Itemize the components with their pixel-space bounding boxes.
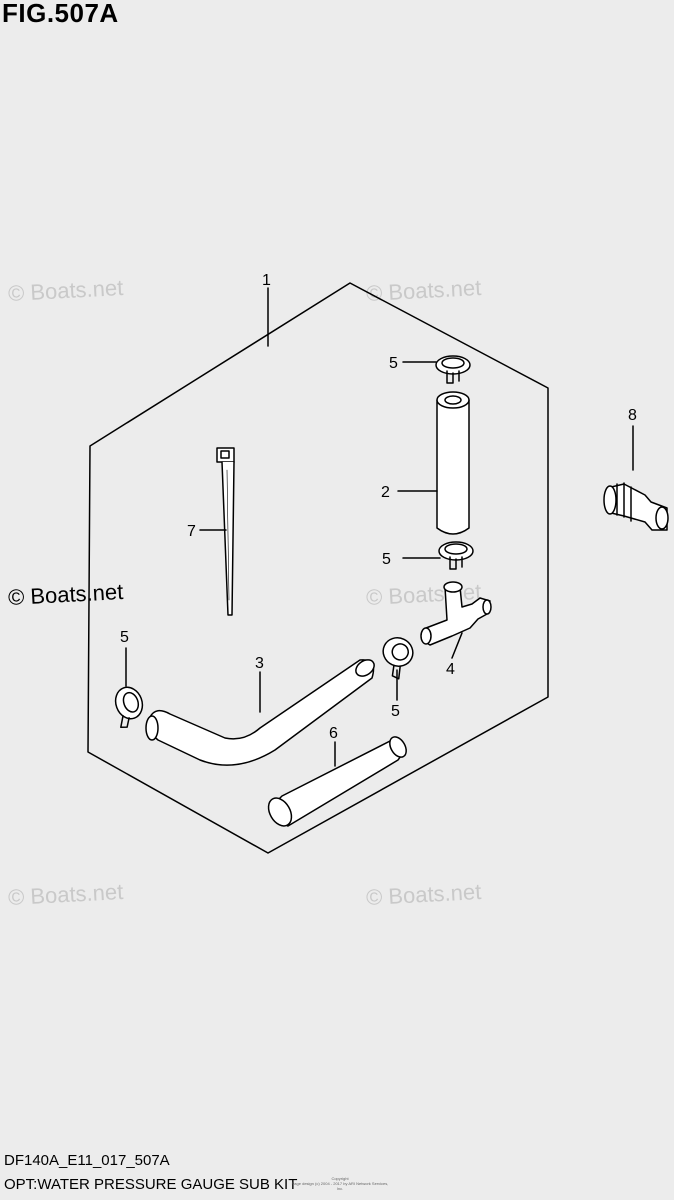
clip-top [435,355,471,384]
plug [603,482,669,531]
kit-outline [87,282,549,854]
hose-straight [436,391,470,535]
cable-tie [216,447,235,616]
callout-6: 6 [329,725,338,742]
clip-left [114,686,144,729]
model-code: DF140A_E11_017_507A [4,1152,170,1169]
copyright-line-1: Copyright [331,1176,349,1181]
hose-short [267,736,407,827]
callout-7: 7 [187,523,196,540]
callout-8: 8 [628,407,637,424]
clip-mid [438,541,474,570]
copyright-line-2: Page design (c) 2004 - 2017 by ARI Netwo… [291,1181,389,1191]
leader-4 [451,632,463,659]
callout-1: 1 [262,272,271,289]
figure-title: FIG.507A [2,0,119,28]
t-joint [420,581,492,646]
callout-5d: 5 [391,703,400,720]
clip-right [382,637,414,680]
copyright-note: Copyright Page design (c) 2004 - 2017 by… [290,1176,390,1191]
callout-3: 3 [255,655,264,672]
callout-5b: 5 [382,551,391,568]
hose-bent [145,659,375,766]
figure-caption: OPT:WATER PRESSURE GAUGE SUB KIT [4,1176,298,1193]
callout-5c: 5 [120,629,129,646]
callout-2: 2 [381,484,390,501]
callout-5a: 5 [389,355,398,372]
callout-4: 4 [446,661,455,678]
